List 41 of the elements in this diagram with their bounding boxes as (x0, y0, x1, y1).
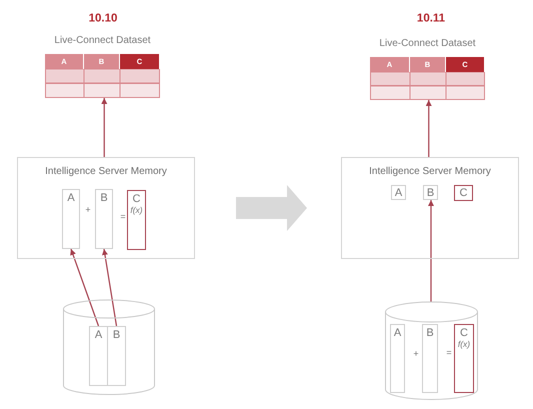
column-letter: A (392, 327, 402, 339)
memory-panel (341, 157, 519, 259)
memory-panel (17, 157, 195, 259)
database-cylinder (385, 302, 478, 400)
panel-title: Intelligence Server Memory (368, 166, 492, 178)
column-tag: C (454, 185, 473, 201)
data-column (62, 189, 80, 249)
column-letter: B (99, 192, 109, 204)
data-column (107, 326, 126, 386)
arrow (426, 100, 432, 157)
block-arrow (236, 185, 307, 231)
data-column (95, 189, 113, 249)
column-letter: C (132, 193, 142, 205)
plus-sign: + (85, 206, 91, 214)
data-column (390, 324, 405, 393)
arrow (70, 248, 100, 326)
arrow (102, 248, 118, 326)
column-tag: B (423, 185, 438, 200)
data-column (89, 326, 108, 386)
arrow (101, 98, 108, 157)
data-column (454, 324, 474, 393)
column-letter: A (66, 192, 76, 204)
column-letter: A (94, 329, 104, 341)
dataset-title: Live-Connect Dataset (378, 37, 477, 51)
equals-sign: = (446, 348, 452, 358)
data-column (127, 190, 146, 250)
column-tag: A (391, 185, 406, 200)
column-letter: B (425, 327, 435, 339)
equals-sign: = (120, 212, 126, 222)
version-label: 10.10 (88, 13, 118, 25)
database-cylinder (63, 300, 155, 395)
column-letter: C (459, 327, 469, 339)
version-label: 10.11 (416, 13, 446, 25)
plus-sign: + (413, 350, 419, 358)
panel-title: Intelligence Server Memory (44, 166, 168, 178)
column-letter: B (112, 329, 122, 341)
formula-text: f(x) (129, 205, 144, 216)
data-column (422, 324, 438, 393)
formula-text: f(x) (456, 339, 472, 350)
dataset-title: Live-Connect Dataset (53, 34, 152, 48)
arrow (428, 200, 434, 302)
